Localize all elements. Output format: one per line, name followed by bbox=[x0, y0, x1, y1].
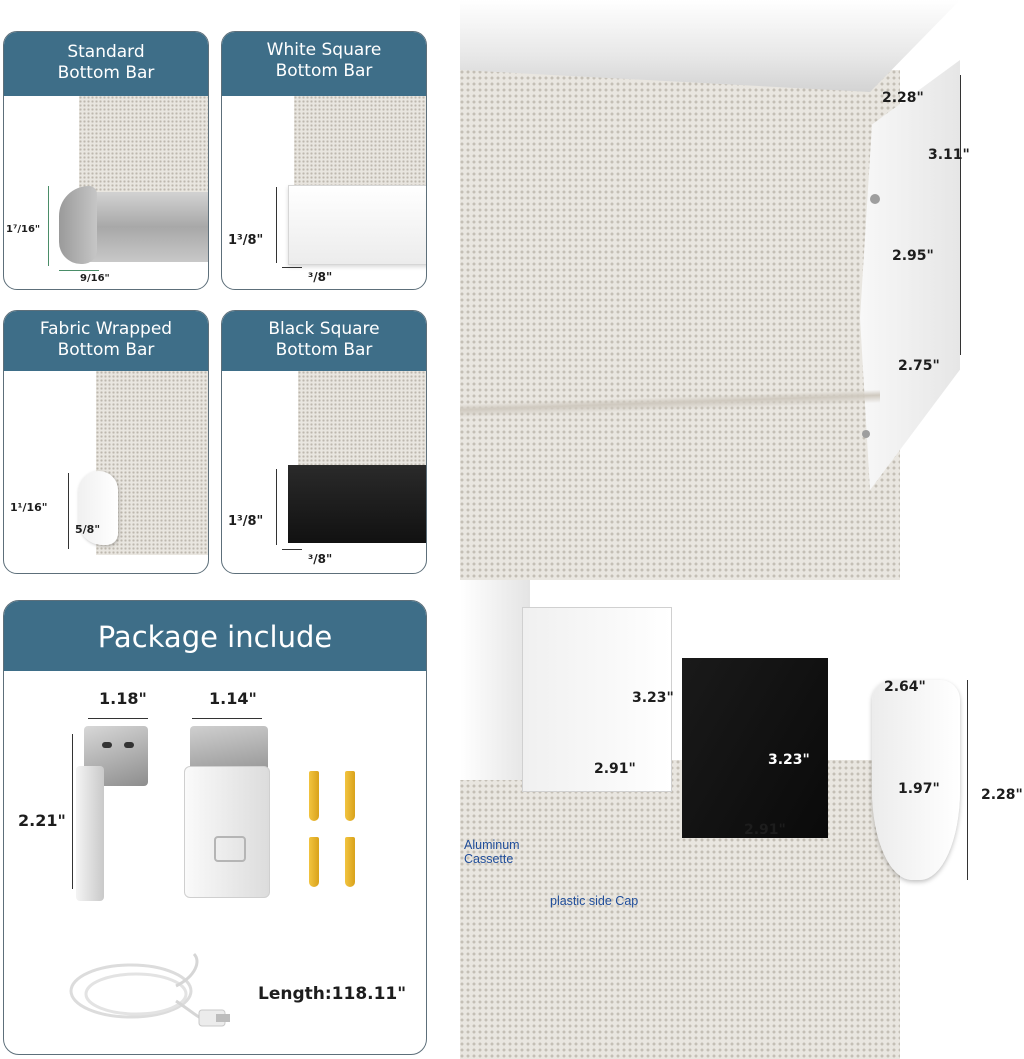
white-square-bar bbox=[288, 185, 426, 265]
height-dimension-line bbox=[68, 473, 69, 549]
package-title: Package include bbox=[97, 620, 333, 654]
mounting-bracket-a bbox=[76, 726, 152, 901]
depth-dimension: 5/8" bbox=[75, 523, 101, 536]
fabric-wrapped-endcap bbox=[78, 471, 118, 545]
standard-bottom-bar-card: Standard Bottom Bar 1⁷/16" 9/16" bbox=[3, 31, 209, 290]
round-cap-depth: 2.64" bbox=[884, 679, 926, 695]
cassette-closeup: 2.28" 3.11" 2.95" 2.75" bbox=[460, 0, 1024, 580]
fabric-swatch bbox=[79, 96, 208, 206]
height-dimension-line bbox=[48, 186, 49, 266]
fabric-swatch bbox=[460, 70, 900, 580]
black-cap-depth: 2.91" bbox=[744, 822, 786, 838]
black-cap-height: 3.23" bbox=[768, 752, 810, 768]
bottom-bar-endcap bbox=[59, 186, 97, 264]
height-dimension: 1¹/16" bbox=[10, 501, 48, 514]
card-title-line1: Black Square bbox=[268, 319, 380, 339]
card-title-line2: Bottom Bar bbox=[57, 340, 155, 360]
card-title-line1: White Square bbox=[266, 40, 382, 60]
depth-dimension-line bbox=[282, 267, 302, 268]
bracket-a-width-line bbox=[88, 718, 148, 719]
height-dimension-line bbox=[276, 187, 277, 263]
white-side-cap bbox=[522, 607, 672, 792]
fabric-swatch bbox=[298, 371, 426, 476]
cassette-side-caps: 3.23" 2.91" 3.23" 2.91" 2.64" 1.97" 2.28… bbox=[460, 580, 1024, 1059]
wall-anchor-icon bbox=[345, 771, 355, 821]
height-dimension-line bbox=[276, 469, 277, 545]
bracket-b-width-line bbox=[192, 718, 262, 719]
depth-dimension: 9/16" bbox=[80, 273, 110, 284]
bracket-b-width: 1.14" bbox=[209, 689, 257, 708]
round-cap-inner: 1.97" bbox=[898, 781, 940, 797]
mounting-bracket-b bbox=[184, 726, 270, 898]
depth-dimension: ³/8" bbox=[308, 270, 333, 284]
card-header: White Square Bottom Bar bbox=[222, 32, 426, 96]
depth-dimension: ³/8" bbox=[308, 552, 333, 566]
depth-top-dimension: 2.28" bbox=[882, 90, 924, 106]
round-cap-height-line bbox=[967, 680, 968, 880]
cassette-screw-icon bbox=[870, 194, 880, 204]
aluminum-cassette-label: Aluminum Cassette bbox=[464, 838, 520, 866]
bracket-a-height-line bbox=[72, 734, 73, 889]
card-title-line2: Bottom Bar bbox=[57, 63, 155, 83]
rounded-side-cap bbox=[872, 680, 960, 880]
card-header: Standard Bottom Bar bbox=[4, 32, 208, 96]
wall-anchor-icon bbox=[309, 837, 319, 887]
bracket-a-height: 2.21" bbox=[18, 811, 66, 830]
height-total-dimension: 3.11" bbox=[928, 147, 970, 163]
height-dimension: 1⁷/16" bbox=[6, 224, 41, 235]
wall-anchor-icon bbox=[345, 837, 355, 887]
depth-dimension-line bbox=[59, 270, 99, 271]
black-side-cap bbox=[682, 658, 828, 838]
card-header: Black Square Bottom Bar bbox=[222, 311, 426, 371]
plastic-side-cap-label: plastic side Cap bbox=[550, 894, 639, 908]
bracket-a-width: 1.18" bbox=[99, 689, 147, 708]
depth-dimension-line bbox=[282, 549, 302, 550]
height-dimension: 1³/8" bbox=[228, 233, 264, 248]
aluminum-cassette bbox=[460, 580, 530, 780]
round-cap-height: 2.28" bbox=[981, 787, 1023, 803]
height-dimension: 1³/8" bbox=[228, 514, 264, 529]
black-square-bar bbox=[288, 465, 426, 543]
card-title-line1: Standard bbox=[67, 42, 145, 62]
white-cap-height: 3.23" bbox=[632, 690, 674, 706]
fabric-swatch bbox=[460, 760, 900, 1059]
wall-anchor-icon bbox=[309, 771, 319, 821]
card-title-line2: Bottom Bar bbox=[275, 340, 373, 360]
cable-length: Length:118.11" bbox=[258, 984, 407, 1004]
usb-cable-icon bbox=[69, 952, 230, 1027]
white-cap-depth: 2.91" bbox=[594, 761, 636, 777]
card-header: Fabric Wrapped Bottom Bar bbox=[4, 311, 208, 371]
card-title-line1: Fabric Wrapped bbox=[39, 319, 173, 339]
cassette-bottom-lip bbox=[460, 360, 880, 456]
fabric-wrapped-bottom-bar-card: Fabric Wrapped Bottom Bar 1¹/16" 5/8" bbox=[3, 310, 209, 574]
height-dimension-line bbox=[960, 75, 961, 355]
package-header: Package include bbox=[4, 601, 426, 671]
package-include-card: Package include 1.18" 2.21" 1.14" Length… bbox=[3, 600, 427, 1055]
black-square-bottom-bar-card: Black Square Bottom Bar 1³/8" ³/8" bbox=[221, 310, 427, 574]
white-square-bottom-bar-card: White Square Bottom Bar 1³/8" ³/8" bbox=[221, 31, 427, 290]
face-lower-dimension: 2.75" bbox=[898, 358, 940, 374]
face-upper-dimension: 2.95" bbox=[892, 248, 934, 264]
card-title-line2: Bottom Bar bbox=[275, 61, 373, 81]
